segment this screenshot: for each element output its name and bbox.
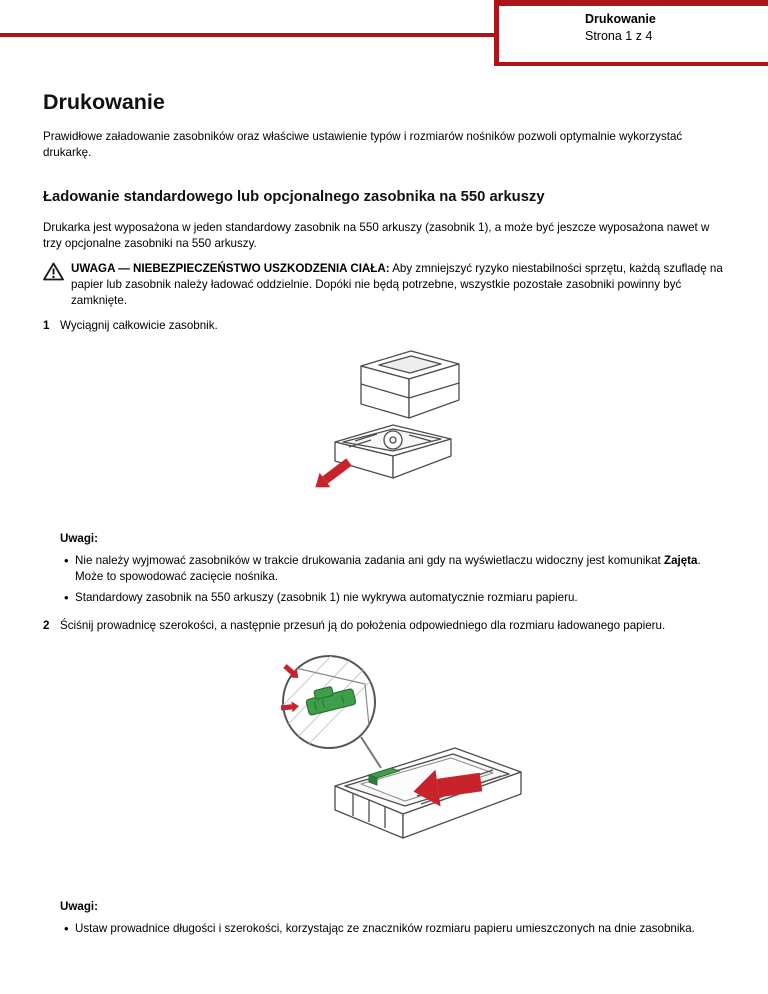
note-text-pre: Nie należy wyjmować zasobników w trakcie…: [75, 553, 664, 567]
step-2-notes-list: Ustaw prowadnice długości i szerokości, …: [64, 920, 714, 938]
header-page-number: Strona 1 z 4: [585, 28, 653, 43]
step-2-notes-label: Uwagi:: [60, 899, 99, 913]
step-2-body: Ściśnij prowadnicę szerokości, a następn…: [60, 618, 725, 946]
page-title: Drukowanie: [43, 90, 165, 114]
width-guide-tab: [366, 767, 401, 786]
step-2-number: 2: [43, 618, 50, 632]
warning-note: UWAGA — NIEBEZPIECZEŃSTWO USZKODZENIA CI…: [43, 261, 725, 309]
squeeze-arrow-bottom: [280, 701, 299, 713]
header-rule-top: [494, 0, 768, 6]
header-title: Drukowanie: [585, 12, 656, 26]
step-2: 2 Ściśnij prowadnicę szerokości, a nastę…: [43, 618, 725, 946]
step-2-figure: [60, 644, 725, 887]
warning-triangle-icon: [43, 261, 64, 309]
note-bold-term: Zajęta: [663, 553, 698, 567]
note-busy-message: Nie należy wyjmować zasobników w trakcie…: [64, 552, 714, 585]
zoom-leader-line: [359, 736, 382, 769]
step-1-body: Wyciągnij całkowicie zasobnik.: [60, 318, 725, 615]
step-1-notes-label: Uwagi:: [60, 531, 99, 545]
section-title: Ładowanie standardowego lub opcjonalnego…: [43, 188, 545, 205]
header-rule-vertical: [494, 0, 499, 66]
note-tray-size: Standardowy zasobnik na 550 arkuszy (zas…: [64, 589, 714, 607]
step-2-text: Ściśnij prowadnicę szerokości, a następn…: [60, 618, 666, 632]
page-content: Drukowanie Prawidłowe załadowanie zasobn…: [0, 0, 768, 946]
note-text-post: . Może to spowodować zacięcie nośnika.: [75, 553, 701, 583]
step-1-number: 1: [43, 318, 50, 332]
printer-tray-figure: [314, 350, 460, 488]
squeeze-arrow-top: [282, 663, 298, 678]
step-1-figure: [60, 344, 725, 519]
slide-direction-arrow: [412, 769, 482, 807]
warning-body: UWAGA — NIEBEZPIECZEŃSTWO USZKODZENIA CI…: [71, 261, 725, 309]
step-1-text: Wyciągnij całkowicie zasobnik.: [60, 318, 218, 332]
note-guides: Ustaw prowadnice długości i szerokości, …: [64, 920, 714, 938]
warning-label: UWAGA — NIEBEZPIECZEŃSTWO USZKODZENIA CI…: [71, 262, 390, 275]
width-guide-figure: [280, 654, 522, 839]
step-1-notes-list: Nie należy wyjmować zasobników w trakcie…: [64, 552, 714, 607]
running-header: Drukowanie Strona 1 z 4: [585, 11, 656, 45]
warning-text: Aby zmniejszyć ryzyko niestabilności spr…: [71, 262, 723, 307]
header-rule-left: [0, 33, 497, 37]
pull-direction-arrow: [314, 458, 352, 488]
section-intro-paragraph: Drukarka jest wyposażona w jeden standar…: [43, 221, 710, 251]
step-1: 1 Wyciągnij całkowicie zasobnik.: [43, 318, 725, 615]
header-rule-bottom: [494, 62, 768, 66]
zoom-circle: [280, 654, 376, 749]
intro-paragraph: Prawidłowe załadowanie zasobników oraz w…: [43, 129, 683, 159]
